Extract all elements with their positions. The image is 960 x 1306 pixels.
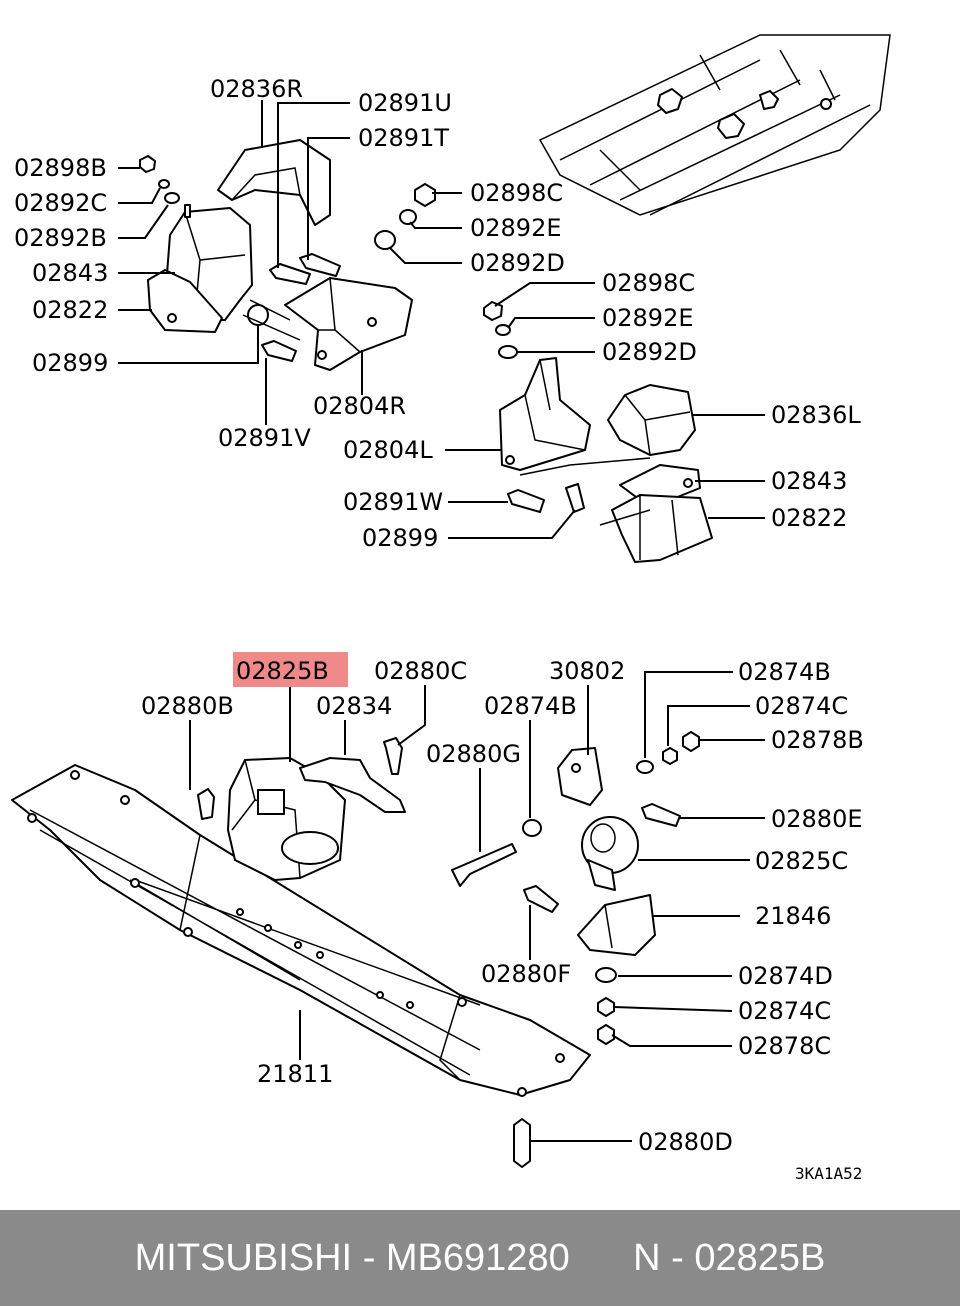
label-02892D-mid: 02892D (602, 338, 697, 366)
bracket-02834 (299, 757, 406, 813)
label-02804R: 02804R (313, 392, 406, 420)
label-02825B: 02825B (236, 657, 329, 685)
label-21811: 21811 (257, 1060, 333, 1088)
footer-ref-code: 02825B (694, 1236, 826, 1279)
left-engine-mount-assembly (483, 301, 713, 563)
label-02834: 02834 (316, 692, 392, 720)
leader-lines (118, 100, 765, 1142)
label-02836R: 02836R (210, 75, 303, 103)
footer-ref-prefix: N (633, 1236, 661, 1279)
label-02878C: 02878C (738, 1032, 831, 1060)
label-30802: 30802 (549, 657, 625, 685)
label-02874B-right: 02874B (738, 658, 831, 686)
label-02822-right: 02822 (32, 296, 108, 324)
label-02898C-mid: 02898C (602, 269, 695, 297)
label-02825C: 02825C (755, 847, 848, 875)
label-02874B-left: 02874B (484, 692, 577, 720)
label-21846: 21846 (755, 902, 831, 930)
label-02880B: 02880B (141, 692, 234, 720)
label-02891W: 02891W (343, 488, 443, 516)
footer-ref-separator: - (671, 1236, 684, 1279)
label-02899-left: 02899 (362, 524, 438, 552)
right-engine-mount-assembly (139, 139, 413, 371)
label-02892C: 02892C (14, 189, 107, 217)
label-02892D-top: 02892D (470, 249, 565, 277)
vehicle-frame-sketch (538, 34, 891, 216)
label-02891V: 02891V (218, 424, 311, 452)
diagram-code: 3KA1A52 (795, 1164, 862, 1183)
label-02892E-top: 02892E (470, 214, 562, 242)
label-02822-left: 02822 (771, 504, 847, 532)
selected-part-highlight (233, 652, 348, 687)
footer-separator: - (362, 1236, 376, 1279)
crossmember-21811 (11, 764, 591, 1097)
label-02843-left: 02843 (771, 467, 847, 495)
label-02892B: 02892B (14, 224, 107, 252)
label-02874C-top: 02874C (755, 692, 848, 720)
upper-middle-hardware (374, 183, 436, 250)
footer-brand: MITSUBISHI (134, 1236, 353, 1279)
label-02891T: 02891T (358, 124, 449, 152)
footer-bar: MITSUBISHI - MB691280 N - 02825B (0, 1210, 960, 1306)
label-02898B: 02898B (14, 154, 107, 182)
label-02899-right: 02899 (32, 349, 108, 377)
label-02891U: 02891U (358, 89, 452, 117)
label-02880G: 02880G (426, 740, 521, 768)
label-02804L: 02804L (343, 436, 433, 464)
label-02880D: 02880D (638, 1128, 733, 1156)
label-02880E: 02880E (771, 805, 863, 833)
label-02880F: 02880F (481, 960, 571, 988)
lower-right-hardware (197, 731, 700, 1168)
transmission-mount-02825B (227, 757, 346, 881)
label-02892E-mid: 02892E (602, 304, 694, 332)
label-02874C-bottom: 02874C (738, 997, 831, 1025)
label-02880C: 02880C (374, 657, 467, 685)
label-02874D: 02874D (738, 962, 833, 990)
label-02878B: 02878B (771, 726, 864, 754)
footer-part-number: MB691280 (385, 1236, 570, 1279)
label-02836L: 02836L (771, 401, 861, 429)
label-02898C-top: 02898C (470, 179, 563, 207)
callout-labels: 02836R 02891U 02891T 02898B 02892C 02892… (14, 75, 864, 1183)
parts-diagram: 02836R 02891U 02891T 02898B 02892C 02892… (11, 34, 891, 1183)
label-02843-right: 02843 (32, 259, 108, 287)
